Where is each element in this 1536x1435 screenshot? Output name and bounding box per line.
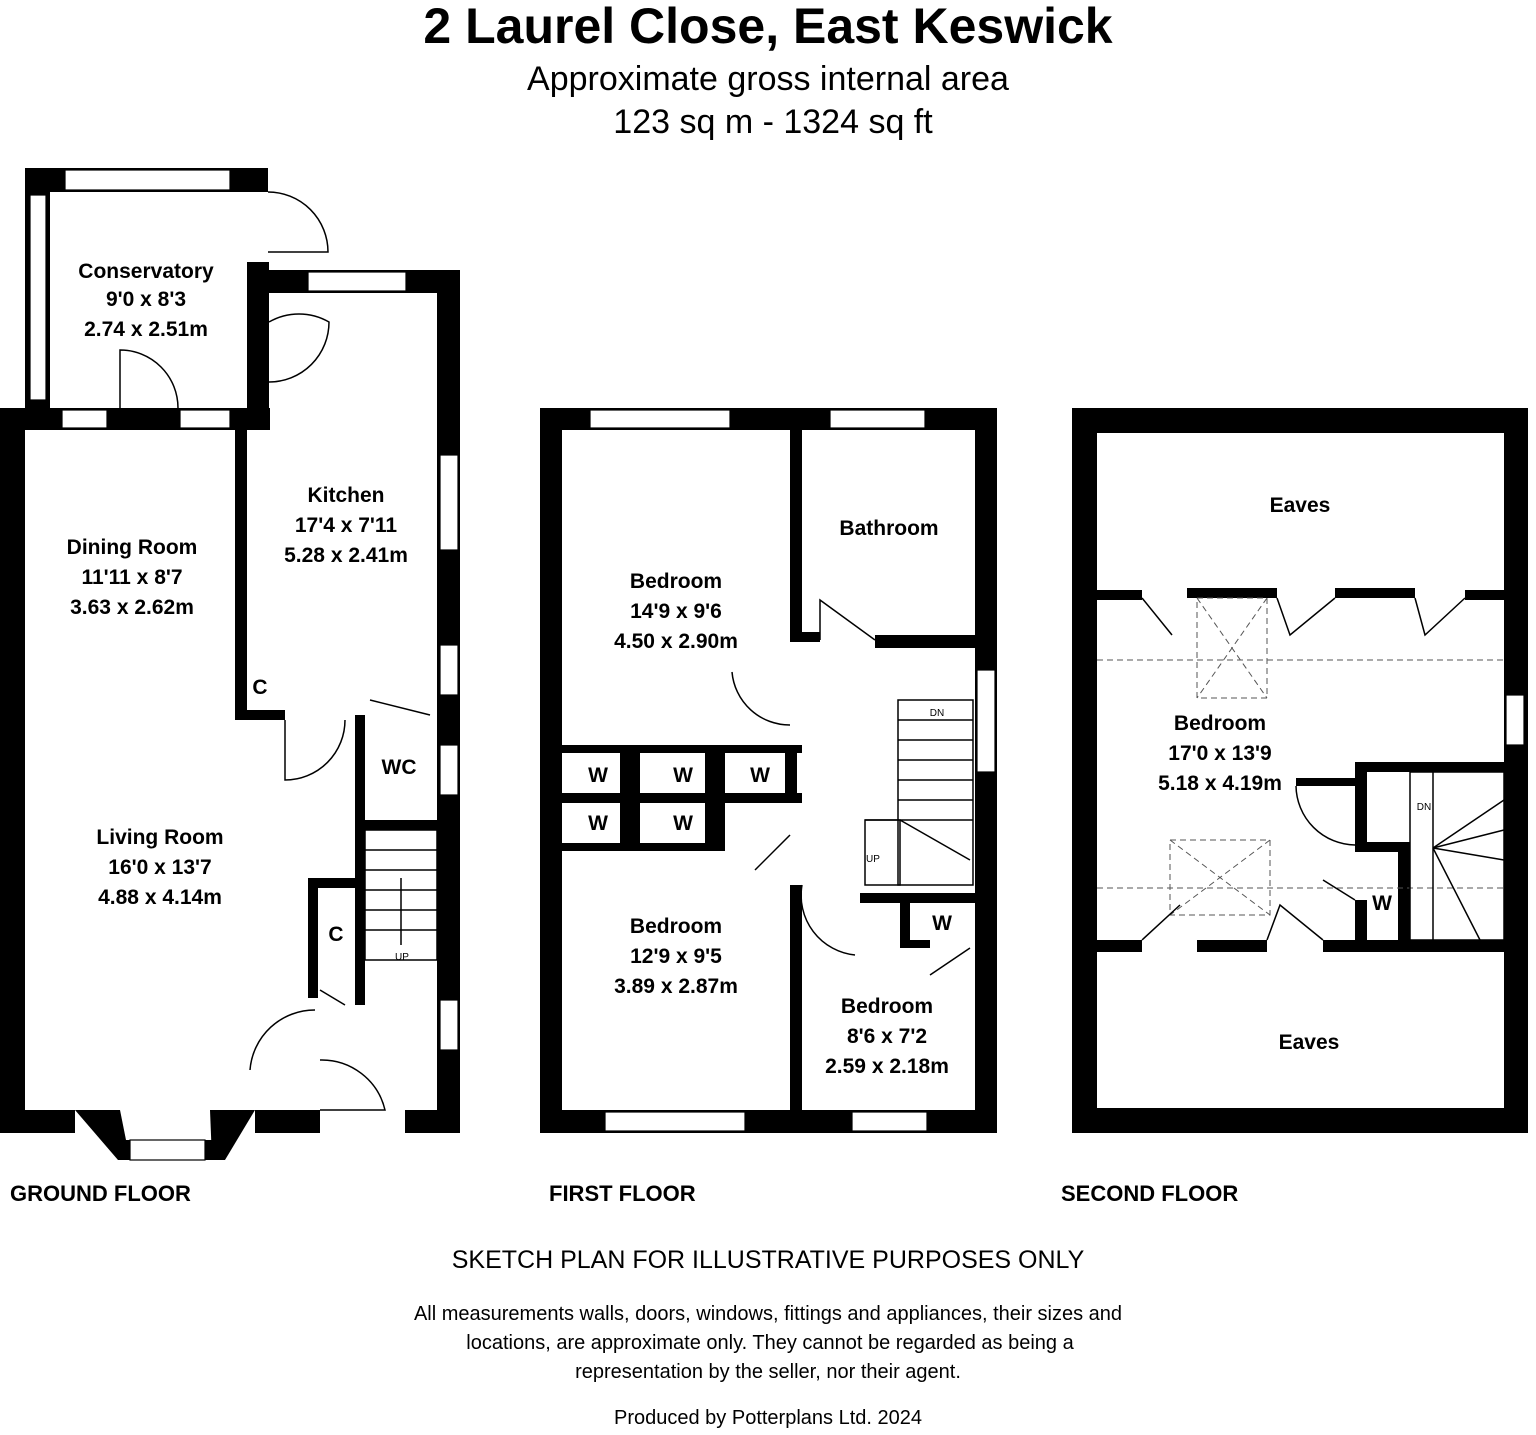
room-name-dining-room: Dining Room (67, 536, 198, 559)
page-title: 2 Laurel Close, East Keswick (423, 0, 1112, 54)
room-metric: 3.63 x 2.62m (70, 596, 194, 619)
second-floor-eaves-lines (1097, 597, 1504, 916)
second-floor-stairs (1409, 771, 1505, 941)
room-imperial: 11'11 x 8'7 (81, 566, 182, 589)
room-metric: 3.89 x 2.87m (614, 975, 738, 998)
ground-floor-windows (29, 169, 459, 1161)
room-metric: 2.74 x 2.51m (84, 318, 208, 341)
room-imperial: 9'0 x 8'3 (106, 288, 186, 311)
first-floor-doors (731, 598, 971, 976)
window (1505, 694, 1525, 746)
cupboard-label: C (252, 676, 267, 699)
credit: Produced by Potterplans Ltd. 2024 (614, 1407, 922, 1429)
ground-floor-stairs (364, 829, 438, 961)
area-value: 123 sq m - 1324 sq ft (613, 103, 933, 141)
stairs-down-label: DN (1417, 802, 1431, 813)
wardrobe-label: W (750, 764, 770, 787)
room-metric: 2.59 x 2.18m (825, 1055, 949, 1078)
room-metric: 5.18 x 4.19m (1158, 772, 1282, 795)
room-name-bathroom: Bathroom (839, 517, 938, 540)
disclaimer-line: locations, are approximate only. They ca… (466, 1332, 1074, 1354)
ground-floor-plan: Conservatory 9'0 x 8'3 2.74 x 2.51m Kitc… (0, 168, 460, 1161)
first-floor-stairs (864, 699, 974, 886)
cupboard-label: C (328, 923, 343, 946)
room-name-bedroom-3: Bedroom (841, 995, 933, 1018)
room-imperial: 14'9 x 9'6 (630, 600, 722, 623)
ground-floor-label: GROUND FLOOR (10, 1181, 191, 1206)
ground-floor-walls (0, 168, 460, 1160)
second-floor-label: SECOND FLOOR (1061, 1181, 1238, 1206)
second-floor-walls (1072, 408, 1528, 1133)
room-metric: 4.50 x 2.90m (614, 630, 738, 653)
second-floor-plan: Eaves Bedroom 17'0 x 13'9 5.18 x 4.19m E… (1072, 408, 1528, 1133)
room-name-conservatory: Conservatory (78, 260, 214, 283)
room-name-bedroom-2: Bedroom (630, 915, 722, 938)
room-metric: 5.28 x 2.41m (284, 544, 408, 567)
wardrobe-label: W (588, 764, 608, 787)
wardrobe-label: W (673, 764, 693, 787)
disclaimer-line: All measurements walls, doors, windows, … (414, 1303, 1122, 1325)
stairs-down-label: DN (930, 708, 944, 719)
wardrobe-label: W (673, 812, 693, 835)
illustrative-notice: SKETCH PLAN FOR ILLUSTRATIVE PURPOSES ON… (452, 1246, 1085, 1274)
eaves-top-label: Eaves (1270, 494, 1331, 517)
stairs-up-label: UP (395, 952, 409, 963)
first-floor-windows (589, 409, 996, 1132)
wardrobe-label: W (588, 812, 608, 835)
wardrobe-label: W (1372, 892, 1392, 915)
room-imperial: 8'6 x 7'2 (847, 1025, 927, 1048)
first-floor-label: FIRST FLOOR (549, 1181, 696, 1206)
wardrobe-label: W (932, 912, 952, 935)
area-label: Approximate gross internal area (527, 60, 1009, 98)
room-imperial: 17'4 x 7'11 (295, 514, 398, 537)
room-imperial: 16'0 x 13'7 (108, 856, 211, 879)
room-name-living-room: Living Room (96, 826, 223, 849)
wc-label: WC (382, 756, 417, 779)
room-metric: 4.88 x 4.14m (98, 886, 222, 909)
eaves-bottom-label: Eaves (1279, 1031, 1340, 1054)
room-name-bedroom-attic: Bedroom (1174, 712, 1266, 735)
ground-floor-doors (119, 191, 431, 1111)
room-imperial: 12'9 x 9'5 (630, 945, 722, 968)
room-name-kitchen: Kitchen (307, 484, 384, 507)
first-floor-plan: Bedroom 14'9 x 9'6 4.50 x 2.90m Bathroom… (540, 408, 997, 1133)
disclaimer-line: representation by the seller, nor their … (575, 1361, 961, 1383)
second-floor-doors (1141, 597, 1466, 941)
room-imperial: 17'0 x 13'9 (1168, 742, 1271, 765)
stairs-up-label: UP (866, 854, 880, 865)
room-name-bedroom-1: Bedroom (630, 570, 722, 593)
